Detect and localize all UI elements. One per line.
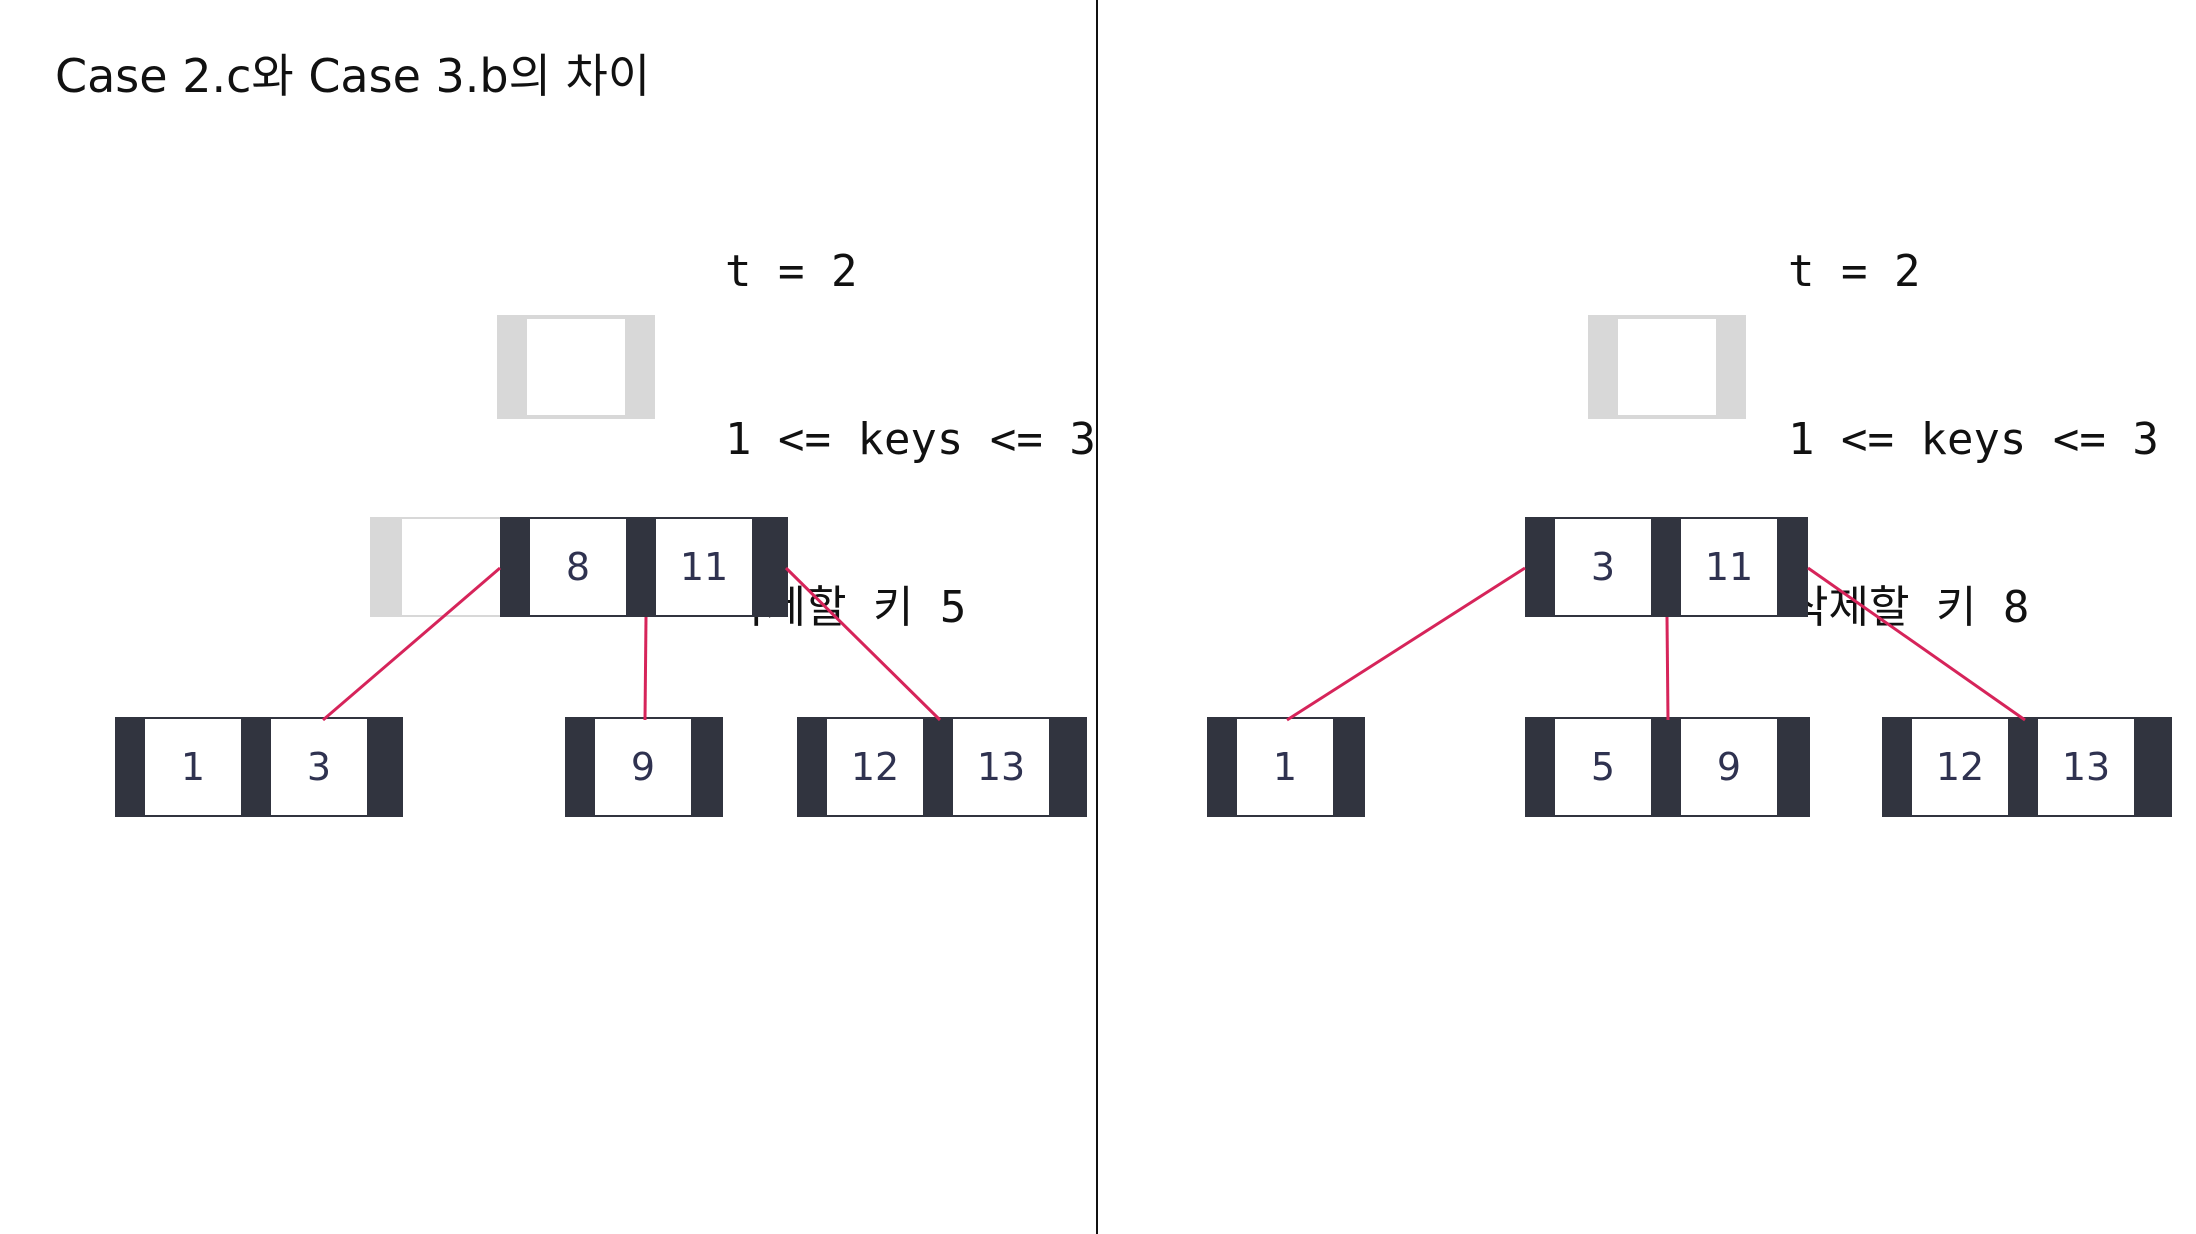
left-leaf-key: 13 <box>953 719 1049 815</box>
left-leaf-key: 3 <box>271 719 367 815</box>
right-param-delete-key: 삭제할 키 8 <box>1788 582 2030 633</box>
left-leaf-node: 9 <box>565 717 723 817</box>
right-param-key-range: 1 <= keys <= 3 <box>1788 414 2159 465</box>
left-internal-node: 8 11 <box>500 517 788 617</box>
right-leaf-key: 13 <box>2038 719 2134 815</box>
left-ghost-internal-slot <box>370 517 500 617</box>
right-leaf-node: 1 <box>1207 717 1365 817</box>
right-params: t = 2 1 <= keys <= 3 삭제할 키 8 <box>1788 132 2159 748</box>
right-leaf-node: 12 13 <box>1882 717 2172 817</box>
left-leaf-node: 1 3 <box>115 717 403 817</box>
right-leaf-key: 1 <box>1237 719 1333 815</box>
right-internal-key: 3 <box>1555 519 1651 615</box>
right-ghost-root-slot <box>1618 319 1716 415</box>
left-leaf-key: 9 <box>595 719 691 815</box>
left-param-order: t = 2 <box>725 246 858 297</box>
left-leaf-key: 12 <box>827 719 923 815</box>
left-leaf-node: 12 13 <box>797 717 1087 817</box>
right-internal-key: 11 <box>1681 519 1777 615</box>
right-ghost-root-node <box>1588 315 1746 419</box>
right-edge-to-leaf-1 <box>1286 566 1526 722</box>
left-param-key-range: 1 <= keys <= 3 <box>725 414 1096 465</box>
left-params: t = 2 1 <= keys <= 3 삭제할 키 5 <box>725 132 1096 748</box>
right-edge-to-leaf-2 <box>1665 616 1670 721</box>
right-leaf-node: 5 9 <box>1525 717 1810 817</box>
left-internal-key: 8 <box>530 519 626 615</box>
panel-divider <box>1096 0 1098 1234</box>
left-internal-key: 11 <box>656 519 752 615</box>
left-ghost-slot-cell <box>402 519 500 615</box>
right-leaf-key: 9 <box>1681 719 1777 815</box>
left-ghost-root-slot <box>527 319 625 415</box>
left-ghost-root-node <box>497 315 655 419</box>
right-param-order: t = 2 <box>1788 246 1921 297</box>
right-internal-node: 3 11 <box>1525 517 1808 617</box>
right-leaf-key: 5 <box>1555 719 1651 815</box>
left-leaf-key: 1 <box>145 719 241 815</box>
left-edge-to-leaf-2 <box>643 616 648 721</box>
page-title: Case 2.c와 Case 3.b의 차이 <box>55 49 651 103</box>
right-leaf-key: 12 <box>1912 719 2008 815</box>
